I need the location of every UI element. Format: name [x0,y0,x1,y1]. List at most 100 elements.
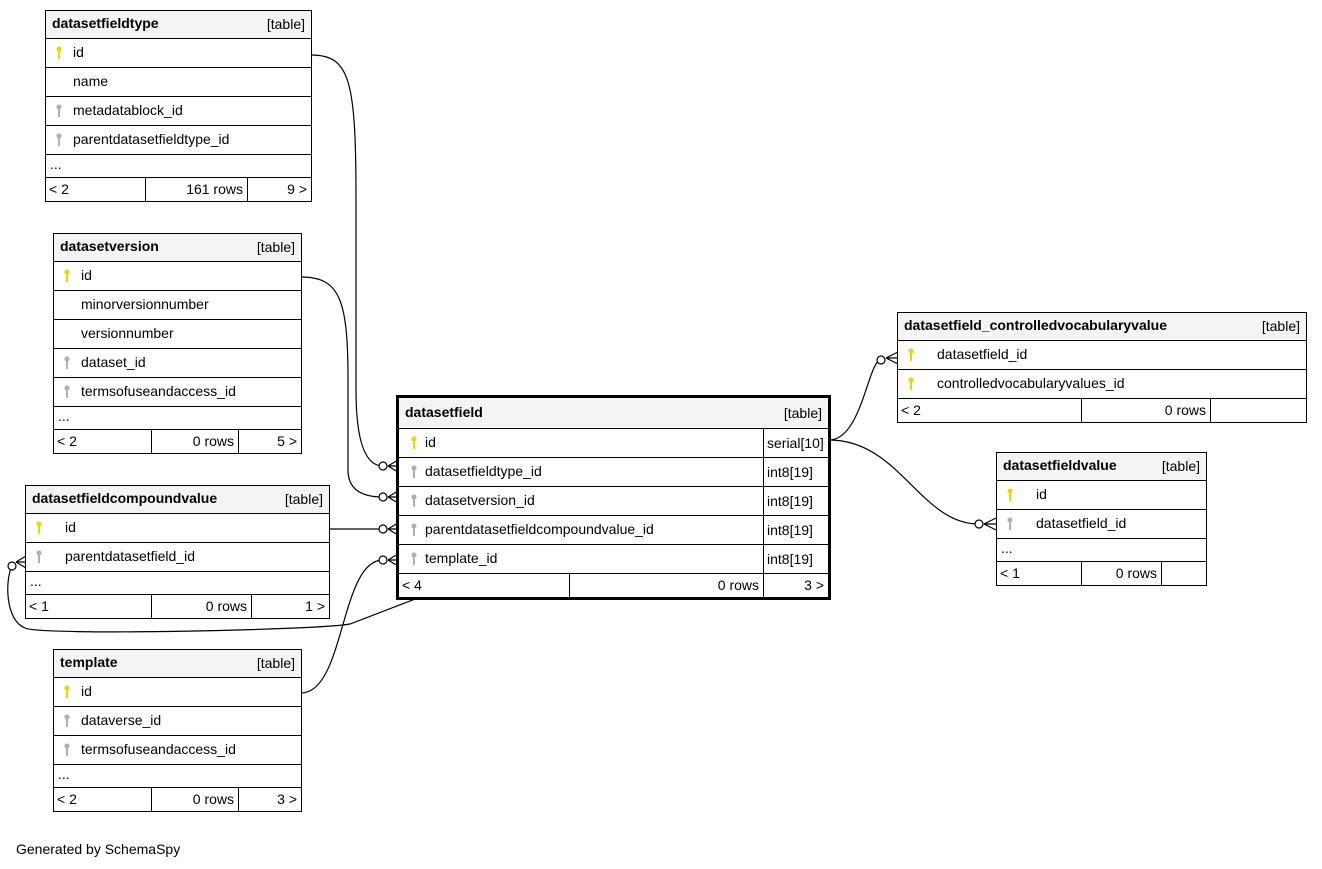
foreign-key-icon [64,385,70,398]
parents-count[interactable]: < 4 [402,577,422,593]
table-tag: [table] [266,16,305,32]
table-header: datasetfield_controlledvocabularyvalue [… [898,313,1306,341]
foreign-key-icon [64,356,70,369]
table-name[interactable]: datasetversion [60,238,159,254]
row-count: 0 rows [151,788,238,811]
column-row[interactable]: termsofuseandaccess_id [54,736,301,765]
table-footer: < 4 0 rows 3 > [399,574,828,597]
children-count[interactable] [1210,399,1306,422]
more-columns: ... [997,539,1206,562]
table-name[interactable]: datasetfieldcompoundvalue [32,490,218,506]
column-name: datasetfieldtype_id [425,463,542,479]
column-row[interactable]: controlledvocabularyvalues_id [898,370,1306,399]
column-name: name [73,73,109,89]
primary-key-icon [56,46,62,59]
foreign-key-icon [411,552,417,565]
parents-count[interactable]: < 1 [29,598,49,614]
children-count[interactable]: 3 > [763,574,828,597]
row-count: 0 rows [1081,399,1210,422]
column-name: parentdatasetfieldcompoundvalue_id [425,521,654,537]
column-name: id [81,683,92,699]
children-count[interactable] [1161,562,1206,585]
column-row[interactable]: datasetfield_id [898,341,1306,370]
table-datasetfieldcompoundvalue[interactable]: datasetfieldcompoundvalue [table] id par… [25,485,330,619]
column-row[interactable]: minorversionnumber [54,291,301,320]
table-header: datasetfieldtype [table] [46,11,311,39]
primary-key-icon [411,436,417,449]
relation-parentdatasetfield [7,439,830,633]
column-name: termsofuseandaccess_id [81,383,236,399]
relation-datasetfieldtype [310,54,384,467]
primary-key-icon [36,521,42,534]
column-name: id [425,434,436,450]
parents-count[interactable]: < 2 [57,433,77,449]
table-name[interactable]: datasetfieldvalue [1003,457,1117,473]
column-name: datasetversion_id [425,492,535,508]
column-row[interactable]: id [997,481,1206,510]
column-name: datasetfield_id [1036,515,1127,531]
table-header: datasetfield [table] [399,398,828,429]
table-header: datasetversion [table] [54,234,301,262]
children-count[interactable]: 3 > [238,788,301,811]
table-name[interactable]: datasetfieldtype [52,15,159,31]
table-datasetfield[interactable]: datasetfield [table] id serial[10] datas… [396,395,831,600]
table-footer: < 1 0 rows 1 > [26,595,329,618]
column-row[interactable]: datasetfieldtype_id int8[19] [399,458,828,487]
table-header: template [table] [54,650,301,678]
table-datasetversion[interactable]: datasetversion [table] id minorversionnu… [53,233,302,454]
table-datasetfieldvalue[interactable]: datasetfieldvalue [table] id datasetfiel… [996,452,1207,586]
table-datasetfield-controlledvocabularyvalue[interactable]: datasetfield_controlledvocabularyvalue [… [897,312,1307,423]
parents-count[interactable]: < 1 [1000,565,1020,581]
column-row[interactable]: id [46,39,311,68]
column-row[interactable]: parentdatasetfieldcompoundvalue_id int8[… [399,516,828,545]
row-count: 0 rows [151,595,251,618]
column-name: controlledvocabularyvalues_id [937,375,1125,391]
more-columns: ... [54,407,301,430]
column-row[interactable]: dataverse_id [54,707,301,736]
column-row[interactable]: id [54,262,301,291]
children-count[interactable]: 1 > [251,595,329,618]
table-datasetfieldtype[interactable]: datasetfieldtype [table] id name metadat… [45,10,312,202]
row-count: 161 rows [145,178,247,201]
table-tag: [table] [1161,458,1200,474]
table-name[interactable]: datasetfield_controlledvocabularyvalue [904,317,1167,333]
table-footer: < 2 0 rows 3 > [54,788,301,811]
parents-count[interactable]: < 2 [49,181,69,197]
row-count: 0 rows [1081,562,1161,585]
column-row[interactable]: parentdatasetfield_id [26,543,329,572]
parents-count[interactable]: < 2 [57,791,77,807]
children-count[interactable]: 5 > [238,430,301,453]
column-row[interactable]: metadatablock_id [46,97,311,126]
column-type: serial[10] [763,429,828,457]
column-row[interactable]: datasetversion_id int8[19] [399,487,828,516]
table-header: datasetfieldvalue [table] [997,453,1206,481]
table-tag: [table] [1261,318,1300,334]
column-row[interactable]: parentdatasetfieldtype_id [46,126,311,155]
column-row[interactable]: id serial[10] [399,429,828,458]
column-row[interactable]: name [46,68,311,97]
column-row[interactable]: id [54,678,301,707]
column-name: parentdatasetfieldtype_id [73,131,230,147]
column-row[interactable]: dataset_id [54,349,301,378]
table-footer: < 2 0 rows [898,399,1306,422]
column-type: int8[19] [763,545,828,573]
column-row[interactable]: id [26,514,329,543]
table-template[interactable]: template [table] id dataverse_id termsof… [53,649,302,812]
relation-datasetfieldvalue [828,439,980,525]
table-footer: < 2 0 rows 5 > [54,430,301,453]
column-name: id [73,44,84,60]
children-count[interactable]: 9 > [247,178,311,201]
table-name[interactable]: datasetfield [405,404,483,420]
column-type: int8[19] [763,487,828,515]
foreign-key-icon [1007,517,1013,530]
foreign-key-icon [411,465,417,478]
column-row[interactable]: template_id int8[19] [399,545,828,574]
parents-count[interactable]: < 2 [901,402,921,418]
column-name: metadatablock_id [73,102,183,118]
column-row[interactable]: datasetfield_id [997,510,1206,539]
table-name[interactable]: template [60,654,118,670]
column-name: id [81,267,92,283]
column-row[interactable]: versionnumber [54,320,301,349]
foreign-key-icon [411,494,417,507]
column-row[interactable]: termsofuseandaccess_id [54,378,301,407]
